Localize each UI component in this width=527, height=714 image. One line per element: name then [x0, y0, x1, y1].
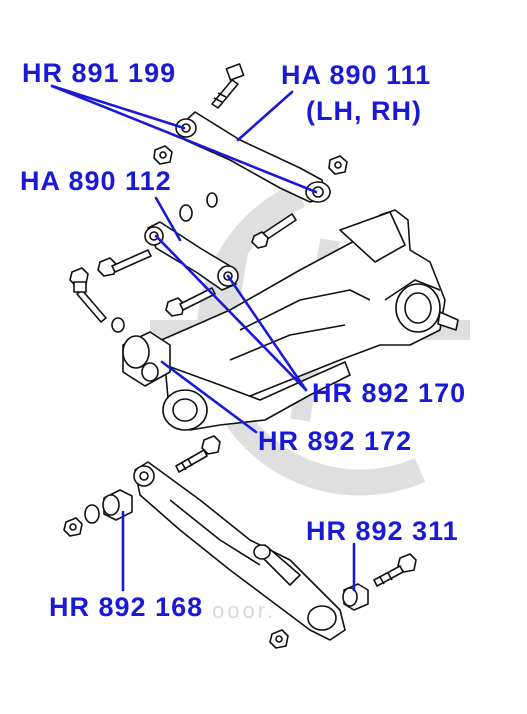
- leader-ha890111: [236, 90, 294, 142]
- leader-hr892172: [160, 360, 258, 434]
- bushing-892-168: [63, 489, 133, 537]
- bushing-892-311: [342, 553, 417, 611]
- leader-hr892170-b: [226, 274, 308, 392]
- label-hr-892-311: HR 892 311: [306, 516, 459, 546]
- middle-bolts: [69, 249, 216, 333]
- bushing-892-172: [122, 331, 171, 387]
- trailing-arm-upper: [162, 361, 351, 431]
- bottom-nut: [269, 629, 289, 649]
- upper-bolt: [211, 63, 245, 109]
- middle-link-arm: [144, 221, 239, 291]
- leader-hr891199-a: [50, 84, 186, 130]
- label-ha-890-112: HA 890 112: [20, 166, 172, 196]
- label-hr-892-168: HR 892 168: [49, 592, 204, 622]
- leader-hr892170-a: [154, 234, 308, 392]
- nut-group-upper: [153, 145, 348, 249]
- lower-upper-bolt: [175, 435, 221, 473]
- label-hr-892-172: HR 892 172: [258, 426, 413, 456]
- label-ha-890-111-sub: (LH, RH): [306, 96, 422, 126]
- leader-hr891199-b: [50, 84, 318, 194]
- leader-ha890112: [154, 196, 182, 242]
- lower-control-arm: [133, 461, 346, 641]
- subframe: [149, 209, 459, 401]
- label-hr-892-170: HR 892 170: [312, 378, 467, 408]
- label-ha-890-111: HA 890 111: [281, 60, 432, 90]
- watermark-text: ooor.: [212, 598, 276, 623]
- label-hr-891-199: HR 891 199: [22, 58, 177, 88]
